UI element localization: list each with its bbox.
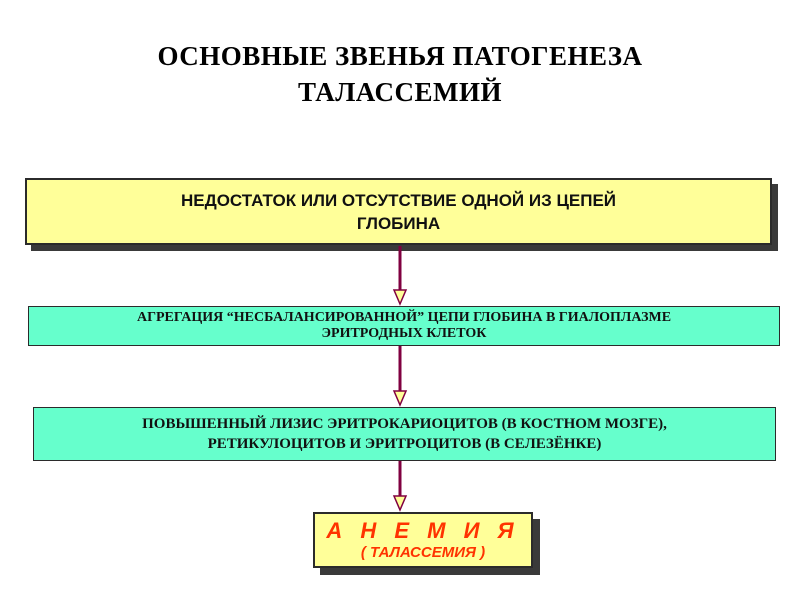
box-aggregation-line-1: АГРЕГАЦИЯ “НЕСБАЛАНСИРОВАННОЙ” ЦЕПИ ГЛОБ… bbox=[136, 310, 672, 325]
box-globin-deficiency-line-1: НЕДОСТАТОК ИЛИ ОТСУТСТВИЕ ОДНОЙ ИЗ ЦЕПЕЙ bbox=[180, 190, 616, 210]
arrow-2 bbox=[392, 346, 408, 407]
box-aggregation: АГРЕГАЦИЯ “НЕСБАЛАНСИРОВАННОЙ” ЦЕПИ ГЛОБ… bbox=[28, 306, 780, 346]
box-lysis-line-1: ПОВЫШЕННЫЙ ЛИЗИС ЭРИТРОКАРИОЦИТОВ (В КОС… bbox=[142, 416, 667, 432]
box-aggregation-line-2: ЭРИТРОДНЫХ КЛЕТОК bbox=[321, 326, 487, 341]
box-anemia-main-label: А Н Е М И Я bbox=[326, 517, 520, 543]
box-lysis-line-2: РЕТИКУЛОЦИТОВ И ЭРИТРОЦИТОВ (В СЕЛЕЗЁНКЕ… bbox=[207, 436, 602, 452]
arrow-3 bbox=[392, 461, 408, 512]
arrow-1 bbox=[392, 246, 408, 306]
box-globin-deficiency: НЕДОСТАТОК ИЛИ ОТСУТСТВИЕ ОДНОЙ ИЗ ЦЕПЕЙ… bbox=[25, 178, 772, 245]
page-title: ОСНОВНЫЕ ЗВЕНЬЯ ПАТОГЕНЕЗА ТАЛАССЕМИЙ bbox=[0, 38, 800, 110]
box-globin-deficiency-line-2: ГЛОБИНА bbox=[356, 213, 441, 233]
title-line-1: ОСНОВНЫЕ ЗВЕНЬЯ ПАТОГЕНЕЗА bbox=[157, 41, 643, 71]
box-anemia: А Н Е М И Я ( ТАЛАССЕМИЯ ) bbox=[313, 512, 533, 568]
box-lysis: ПОВЫШЕННЫЙ ЛИЗИС ЭРИТРОКАРИОЦИТОВ (В КОС… bbox=[33, 407, 776, 461]
title-line-2: ТАЛАССЕМИЙ bbox=[298, 77, 502, 107]
box-anemia-sub-label: ( ТАЛАССЕМИЯ ) bbox=[360, 543, 486, 561]
